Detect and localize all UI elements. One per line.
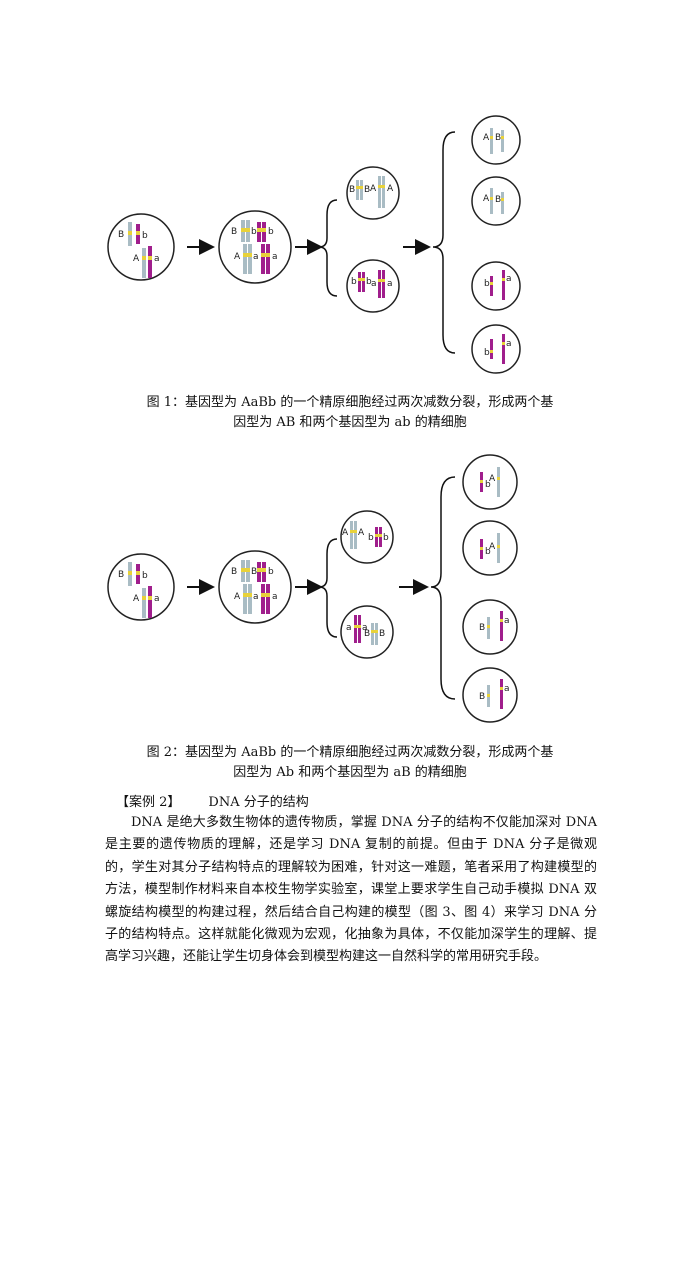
gene-label-a: a	[506, 339, 512, 349]
gene-label-B: B	[118, 230, 124, 240]
gene-label-B: B	[251, 567, 257, 577]
gene-label-b: b	[484, 279, 490, 289]
parent-cell: B b A a	[107, 553, 175, 621]
gene-label-A: A	[133, 594, 140, 604]
gene-label-B: B	[231, 227, 237, 237]
gene-label-A: A	[489, 542, 496, 552]
gene-label-A: A	[133, 254, 140, 264]
gene-label-A: A	[483, 133, 490, 143]
sperm-cell-Ab-2: b A	[462, 520, 518, 576]
figure-1-caption: 图 1：基因型为 AaBb 的一个精原细胞经过两次减数分裂，形成两个基 因型为 …	[0, 393, 700, 433]
secondary-cell-ab: b b a a	[346, 259, 400, 313]
gene-label-B: B	[379, 629, 385, 639]
gene-label-a: a	[346, 623, 352, 633]
gene-label-B: B	[495, 195, 501, 205]
gene-label-b: b	[368, 533, 374, 543]
caption-line: 因型为 AB 和两个基因型为 ab 的精细胞	[233, 415, 467, 430]
gene-label-B: B	[364, 185, 370, 195]
figure-2-caption: 图 2：基因型为 AaBb 的一个精原细胞经过两次减数分裂，形成两个基 因型为 …	[0, 743, 700, 783]
gene-label-B: B	[479, 623, 485, 633]
gene-label-b: b	[485, 480, 491, 490]
gene-label-B: B	[349, 185, 355, 195]
gene-label-a: a	[506, 274, 512, 284]
gene-label-a: a	[272, 252, 278, 262]
caption-line: 因型为 Ab 和两个基因型为 aB 的精细胞	[233, 765, 467, 780]
secondary-cell-AB: B B A A	[346, 166, 400, 220]
sperm-cell-ab-2: b a	[471, 324, 521, 374]
sperm-cell-aB-2: B a	[462, 667, 518, 723]
branch-brace	[318, 538, 338, 638]
case-label: 【案例 2】	[116, 795, 181, 810]
case-2-paragraph: DNA 是绝大多数生物体的遗传物质，掌握 DNA 分子的结构不仅能加深对 DNA…	[105, 815, 597, 965]
replicated-cell: B B b A a a	[218, 550, 292, 624]
gene-label-A: A	[234, 252, 241, 262]
gene-label-a: a	[154, 254, 160, 264]
gene-label-A: A	[489, 474, 496, 484]
gene-label-a: a	[504, 616, 510, 626]
gene-label-b: b	[142, 571, 148, 581]
gene-label-b: b	[383, 533, 389, 543]
gene-label-B: B	[364, 629, 370, 639]
gene-label-A: A	[387, 184, 394, 194]
secondary-cell-aB: a a B B	[340, 605, 394, 659]
branch-brace	[318, 199, 338, 297]
case-2-heading: 【案例 2】 DNA 分子的结构	[116, 791, 309, 810]
meiosis-diagram-2: B b A a B B b A a	[107, 454, 518, 723]
case-title: DNA 分子的结构	[208, 795, 309, 810]
gene-label-b: b	[484, 348, 490, 358]
gene-label-b: b	[142, 231, 148, 241]
gene-label-A: A	[370, 184, 377, 194]
gene-label-B: B	[118, 570, 124, 580]
gene-label-b: b	[485, 547, 491, 557]
gene-label-b: b	[268, 227, 274, 237]
figure-1-meiosis-diagram: B b A a B b b A	[105, 110, 530, 380]
gene-label-a: a	[154, 594, 160, 604]
sperm-cell-AB-2: A B	[471, 176, 521, 226]
sperm-cell-aB-1: B a	[462, 599, 518, 655]
gene-label-B: B	[231, 567, 237, 577]
gene-label-a: a	[387, 279, 393, 289]
gene-label-Bb: b	[251, 227, 257, 237]
sperm-cell-ab-1: b a	[471, 261, 521, 311]
replicated-cell: B b b A a a	[218, 210, 292, 284]
sperm-cell-Ab-1: b A	[462, 454, 518, 510]
gene-label-b: b	[366, 277, 372, 287]
gene-label-a: a	[253, 592, 259, 602]
gene-label-a: a	[362, 623, 368, 633]
caption-line: 图 1：基因型为 AaBb 的一个精原细胞经过两次减数分裂，形成两个基	[146, 395, 554, 410]
gene-label-A: A	[342, 528, 349, 538]
gene-label-B: B	[479, 692, 485, 702]
secondary-cell-Ab: A A b b	[340, 510, 394, 564]
gene-label-B: B	[495, 133, 501, 143]
gene-label-A: A	[483, 194, 490, 204]
caption-line: 图 2：基因型为 AaBb 的一个精原细胞经过两次减数分裂，形成两个基	[146, 745, 554, 760]
gene-label-a: a	[253, 252, 259, 262]
parent-cell: B b A a	[107, 213, 175, 281]
sperm-cell-AB-1: A B	[471, 115, 521, 165]
gene-label-a: a	[504, 684, 510, 694]
gene-label-A: A	[234, 592, 241, 602]
meiosis-diagram-1: B b A a B b b A	[107, 115, 521, 374]
gene-label-a: a	[272, 592, 278, 602]
gene-label-a: a	[371, 279, 377, 289]
branch-brace	[430, 476, 456, 700]
figure-2-meiosis-diagram: B b A a B B b A a	[105, 447, 530, 735]
gene-label-A: A	[358, 528, 365, 538]
gene-label-b: b	[351, 277, 357, 287]
gene-label-b: b	[268, 567, 274, 577]
branch-brace	[432, 131, 456, 354]
